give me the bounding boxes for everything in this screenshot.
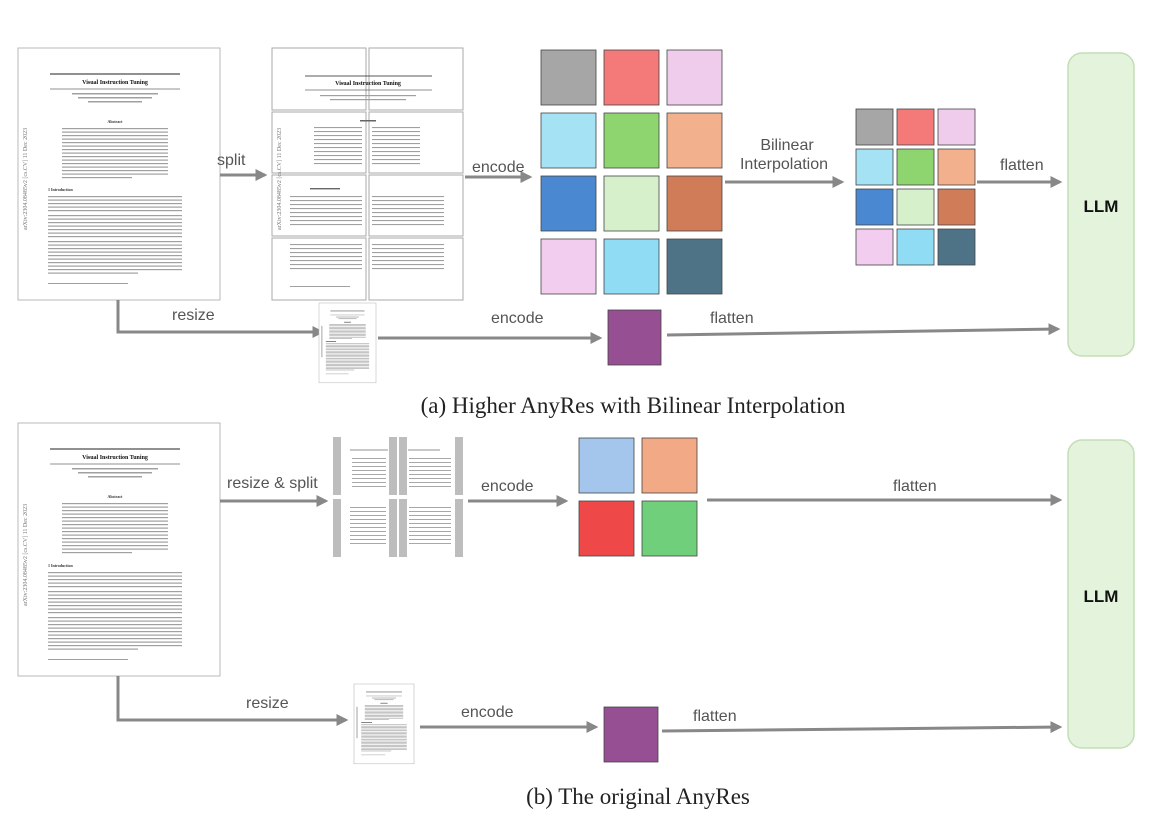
caption-b: (b) The original AnyRes (526, 784, 750, 809)
label-encode-b-bottom: encode (461, 704, 514, 721)
resize-arrow-a (116, 300, 325, 338)
flatten-arrow-b-bottom (661, 721, 1063, 734)
panel-b: Visual Instruction Tuning arXiv:2304.084… (17, 422, 1135, 809)
label-bilinear-1: Bilinear (760, 137, 814, 154)
panel-a: Visual Instruction Tuning arXiv:2304.084… (17, 47, 1135, 418)
interpolated-grid-a-cell-1-2 (937, 148, 976, 186)
feature-grid-a-cell-0-2 (666, 49, 723, 106)
interpolated-grid-a-cell-3-0 (855, 228, 894, 266)
feature-grid-a-cell-3-2 (666, 238, 723, 295)
flatten-arrow-a-bottom (666, 323, 1061, 337)
feature-grid-a-cell-0-1 (603, 49, 660, 106)
feature-grid-a-cell-1-2 (666, 112, 723, 169)
thumbnail-feature-a (607, 309, 662, 366)
caption-a: (a) Higher AnyRes with Bilinear Interpol… (421, 393, 846, 418)
resize-arrow-b (116, 676, 349, 726)
llm-box-a (1067, 52, 1135, 357)
feature-grid-a-cell-2-1 (603, 175, 660, 232)
tile-title: Visual Instruction Tuning (335, 81, 401, 87)
interpolated-grid-a-cell-3-1 (896, 228, 935, 266)
interpolated-grid-a-cell-0-1 (896, 108, 935, 146)
feature-grid-a-cell-3-1 (603, 238, 660, 295)
interpolated-grid-a-cell-2-2 (937, 188, 976, 226)
tile-side-text: arXiv:2304.08485v2 [cs.CV] 11 Dec 2023 (277, 128, 283, 230)
label-resize-b: resize (246, 695, 289, 712)
source-document-b: Visual Instruction Tuning arXiv:2304.084… (17, 422, 221, 677)
document-title-b: Visual Instruction Tuning (82, 455, 148, 461)
label-encode-b-top: encode (481, 478, 534, 495)
feature-grid-b (578, 437, 698, 557)
llm-box-b (1067, 439, 1135, 749)
label-bilinear-2: Interpolation (740, 156, 828, 173)
document-title-a: Visual Instruction Tuning (82, 80, 148, 86)
llm-label-a: LLM (1084, 197, 1119, 216)
label-split: split (217, 152, 246, 169)
label-resize-split: resize & split (227, 475, 318, 492)
resized-document-a (318, 302, 377, 384)
document-intro-heading-a: 1 Introduction (48, 187, 73, 192)
label-encode-a-top: encode (472, 159, 525, 176)
feature-grid-b-cell-1-1 (641, 500, 698, 557)
label-encode-a-bottom: encode (491, 310, 544, 327)
interpolated-grid-a-cell-1-1 (896, 148, 935, 186)
interpolated-grid-a-cell-0-0 (855, 108, 894, 146)
feature-grid-b-cell-0-0 (578, 437, 635, 494)
feature-grid-a-cell-0-0 (540, 49, 597, 106)
feature-grid-b-cell-1-0 (578, 500, 635, 557)
split-tiles-a: Visual Instruction Tuning (271, 47, 464, 301)
feature-grid-a-cell-3-0 (540, 238, 597, 295)
label-resize-a: resize (172, 307, 215, 324)
interpolated-grid-a-cell-2-0 (855, 188, 894, 226)
document-side-text-a: arXiv:2304.08485v2 [cs.CV] 11 Dec 2023 (23, 128, 29, 230)
interpolated-grid-a-cell-1-0 (855, 148, 894, 186)
feature-grid-b-cell-0-1 (641, 437, 698, 494)
interpolated-grid-a-cell-0-2 (937, 108, 976, 146)
feature-grid-a-cell-1-0 (540, 112, 597, 169)
thumbnail-feature-b (603, 706, 659, 763)
llm-label-b: LLM (1084, 587, 1119, 606)
document-side-text-b: arXiv:2304.08485v2 [cs.CV] 11 Dec 2023 (23, 504, 29, 606)
feature-grid-a (540, 49, 723, 295)
label-flatten-b-bottom: flatten (693, 708, 737, 725)
feature-grid-a-cell-1-1 (603, 112, 660, 169)
document-abstract-heading-a: Abstract (108, 119, 124, 124)
document-abstract-heading-b: Abstract (108, 494, 124, 499)
interpolated-grid-a (855, 108, 976, 266)
document-intro-heading-b: 1 Introduction (48, 563, 73, 568)
feature-grid-a-cell-2-0 (540, 175, 597, 232)
label-flatten-b-top: flatten (893, 478, 937, 495)
resized-document-b (353, 683, 415, 765)
split-tiles-b (333, 437, 463, 557)
interpolated-grid-a-cell-2-1 (896, 188, 935, 226)
feature-grid-a-cell-2-2 (666, 175, 723, 232)
label-flatten-a-bottom: flatten (710, 310, 754, 327)
source-document-a: Visual Instruction Tuning arXiv:2304.084… (17, 47, 221, 301)
label-flatten-a-top: flatten (1000, 157, 1044, 174)
interpolated-grid-a-cell-3-2 (937, 228, 976, 266)
